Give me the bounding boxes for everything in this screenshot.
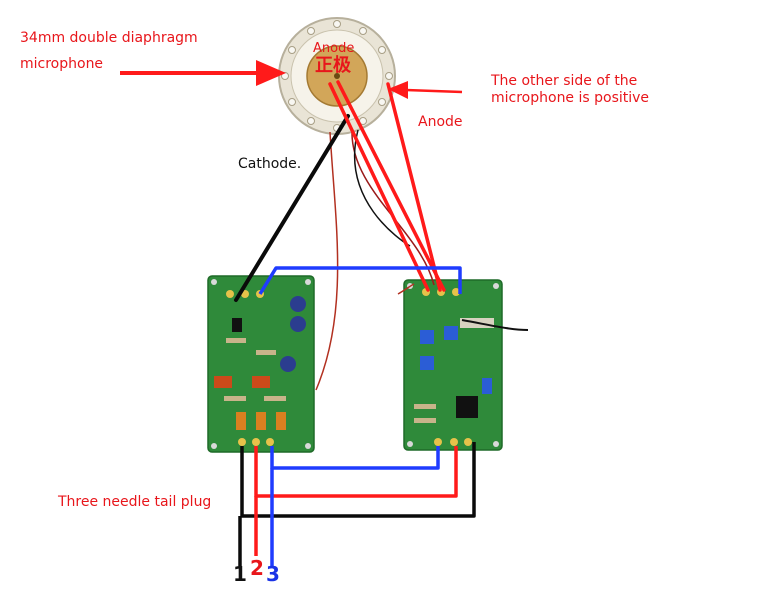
other-side-label-line1: The other side of the <box>491 73 638 89</box>
blue-wire-bottom <box>270 446 440 566</box>
left-pcb-board <box>207 275 315 453</box>
microphone-capsule <box>278 17 396 135</box>
red-wire-anode <box>328 80 446 292</box>
cathode-label: Cathode. <box>238 156 302 172</box>
pin-2-label: 2 <box>250 556 264 580</box>
tail-plug-label: Three needle tail plug <box>58 494 212 510</box>
black-wire-bottom <box>238 442 476 566</box>
microphone-label-line2: microphone <box>20 56 104 72</box>
pin-3-label: 3 <box>266 562 280 586</box>
red-wire-bottom <box>254 446 458 556</box>
arrow-to-microphone <box>120 60 286 86</box>
microphone-label-line1: 34mm double diaphragm <box>20 30 198 46</box>
black-wire-cathode <box>234 114 350 302</box>
anode-chinese-label: 正极 <box>315 55 351 76</box>
other-side-label-line2: microphone is positive <box>491 90 650 106</box>
blue-wire-top <box>258 266 462 295</box>
pin-1-label: 1 <box>233 562 247 586</box>
right-pcb-board <box>403 279 503 451</box>
anode-top-label: Anode <box>313 41 355 56</box>
arrow-to-other-side <box>388 81 463 99</box>
capsule-thin-wires <box>315 129 529 391</box>
anode-right-label: Anode <box>418 114 463 130</box>
